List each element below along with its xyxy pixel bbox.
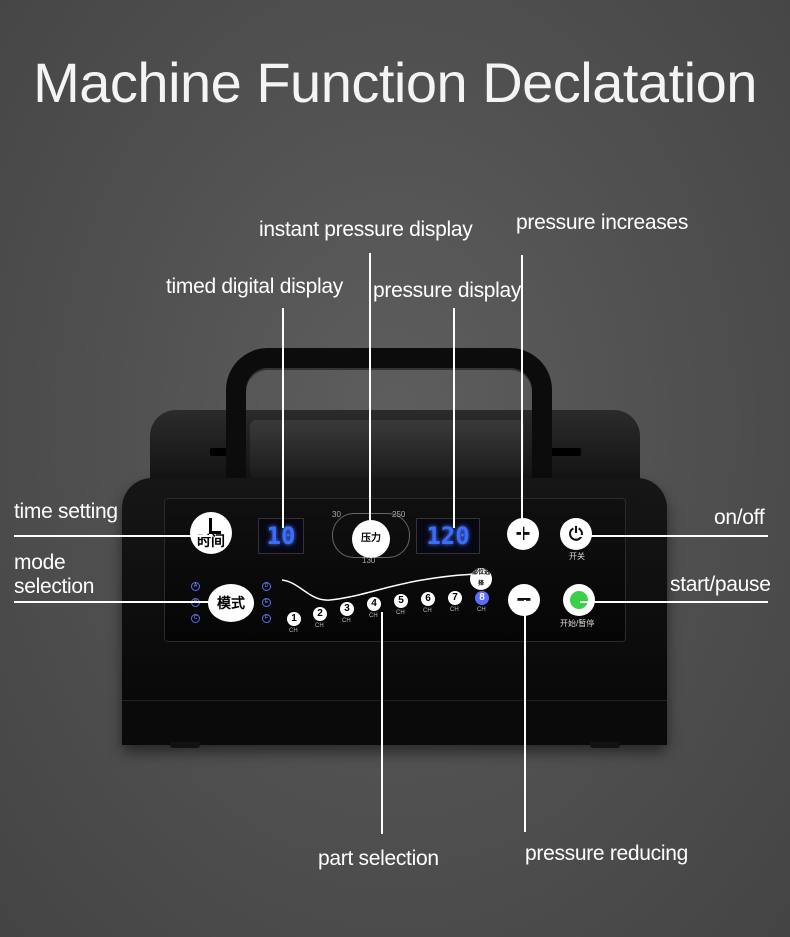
gauge-min: 30: [332, 510, 341, 519]
pressure-gauge-icon: 压力: [352, 520, 390, 558]
callout-line: [282, 308, 284, 528]
mode-led-e: E: [262, 598, 271, 607]
label-part-selection: part selection: [318, 847, 439, 870]
callout-line: [578, 535, 768, 537]
ch-label: CH: [477, 607, 486, 613]
channel-5-button[interactable]: 5: [394, 594, 408, 608]
machine-handle: [226, 348, 552, 478]
callout-line: [453, 308, 455, 528]
label-start-pause: start/pause: [670, 573, 771, 596]
label-mode: mode: [14, 551, 66, 574]
channel-6-button[interactable]: 6: [421, 592, 435, 606]
leg-outline-icon: [281, 573, 477, 601]
power-caption: 开关: [569, 552, 585, 561]
callout-line: [14, 535, 212, 537]
channel-8-button[interactable]: 8: [475, 591, 489, 605]
start-pause-button[interactable]: [563, 584, 595, 616]
label-pressure-reducing: pressure reducing: [525, 842, 688, 865]
mode-button[interactable]: 模式: [208, 584, 254, 622]
gauge-max: 250: [392, 510, 406, 519]
time-display: 10: [258, 518, 304, 554]
label-pressure-display: pressure display: [373, 279, 522, 302]
callout-line: [14, 601, 210, 603]
lid-slot-right: [545, 448, 581, 456]
mode-led-a: A: [191, 582, 200, 591]
start-pause-caption: 开始/暂停: [560, 619, 595, 628]
label-on-off: on/off: [714, 506, 765, 529]
power-button[interactable]: ⏻: [560, 518, 592, 550]
channel-2-button[interactable]: 2: [313, 607, 327, 621]
play-pause-icon: [570, 591, 588, 609]
machine-base: [122, 700, 667, 745]
machine-lid-top: [250, 420, 524, 478]
page-title: Machine Function Declatation: [33, 51, 757, 114]
label-timed-digital-display: timed digital display: [166, 275, 343, 298]
ch-label: CH: [289, 628, 298, 634]
ch-label: CH: [369, 613, 378, 619]
ch-label: CH: [450, 607, 459, 613]
mode-led-d: D: [262, 582, 271, 591]
ch-label: CH: [423, 608, 432, 614]
gauge-mid: 130: [362, 556, 376, 565]
ch-label: CH: [315, 623, 324, 629]
clock-icon[interactable]: 时间: [190, 512, 232, 554]
label-pressure-increases: pressure increases: [516, 211, 689, 234]
channel-4-button[interactable]: 4: [367, 597, 381, 611]
channel-3-button[interactable]: 3: [340, 602, 354, 616]
label-time-setting: time setting: [14, 500, 118, 523]
machine-foot-left: [170, 742, 200, 748]
ch-label: CH: [396, 610, 405, 616]
machine-foot-right: [590, 742, 620, 748]
label-instant-pressure-display: instant pressure display: [259, 218, 473, 241]
callout-line: [580, 601, 768, 603]
mode-led-f: F: [262, 614, 271, 623]
callout-line: [524, 600, 526, 832]
callout-line: [369, 253, 371, 528]
part-select-button[interactable]: 部位选择: [470, 568, 492, 590]
label-selection: selection: [14, 575, 95, 598]
mode-led-c: C: [191, 614, 200, 623]
callout-line: [521, 255, 523, 540]
pressure-plus-button[interactable]: +: [507, 518, 539, 550]
ch-label: CH: [342, 618, 351, 624]
channel-1-button[interactable]: 1: [287, 612, 301, 626]
pressure-display: 120: [416, 518, 480, 554]
callout-line: [381, 612, 383, 834]
channel-7-button[interactable]: 7: [448, 591, 462, 605]
